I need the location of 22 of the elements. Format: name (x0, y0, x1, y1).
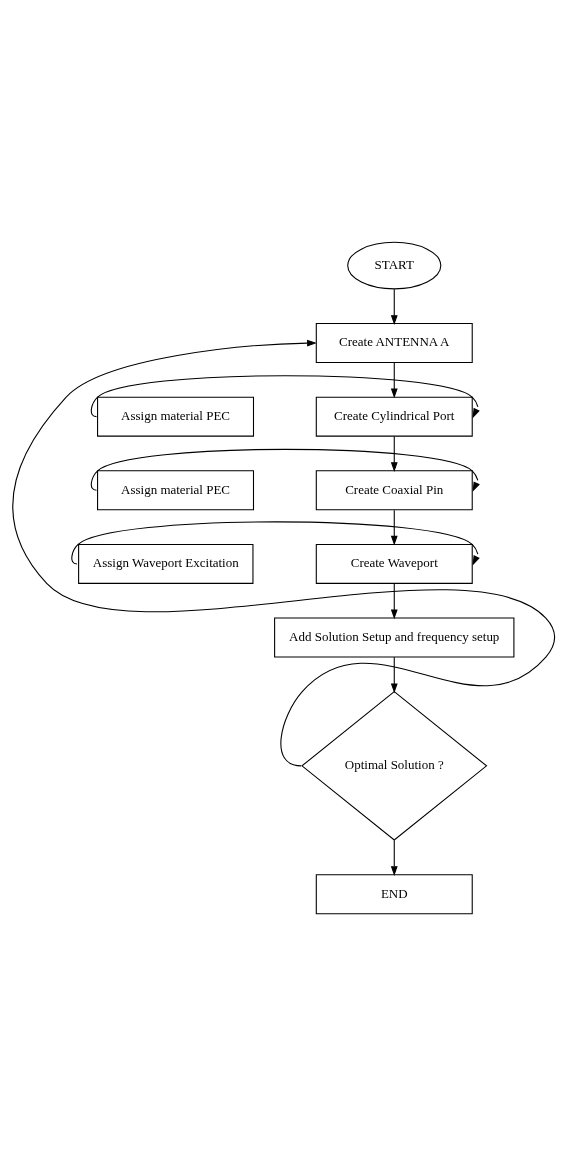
node-box: END (315, 874, 473, 915)
node-box: Create Cylindrical Port (315, 396, 473, 437)
arrow (71, 521, 480, 566)
node-box: Create Coaxial Pin (315, 470, 473, 511)
arrow (90, 375, 480, 419)
node-box: Create Waveport (315, 543, 473, 584)
arrow (390, 509, 398, 546)
arrow (390, 435, 398, 472)
node-ellipse: START (347, 241, 442, 290)
node-diamond: Optimal Solution ? (301, 691, 488, 841)
arrow (90, 448, 480, 492)
arrow (390, 362, 398, 399)
arrow (390, 583, 398, 620)
node-box: Create ANTENNA A (315, 323, 473, 364)
arrow (12, 339, 556, 767)
arrow (390, 839, 398, 876)
node-box: Assign material PEC (97, 470, 255, 511)
arrow (390, 288, 398, 326)
node-box: Assign Waveport Excitation (78, 543, 254, 584)
arrow (390, 656, 398, 694)
node-box: Add Solution Setup and frequency setup (274, 617, 515, 658)
node-box: Assign material PEC (97, 396, 255, 437)
